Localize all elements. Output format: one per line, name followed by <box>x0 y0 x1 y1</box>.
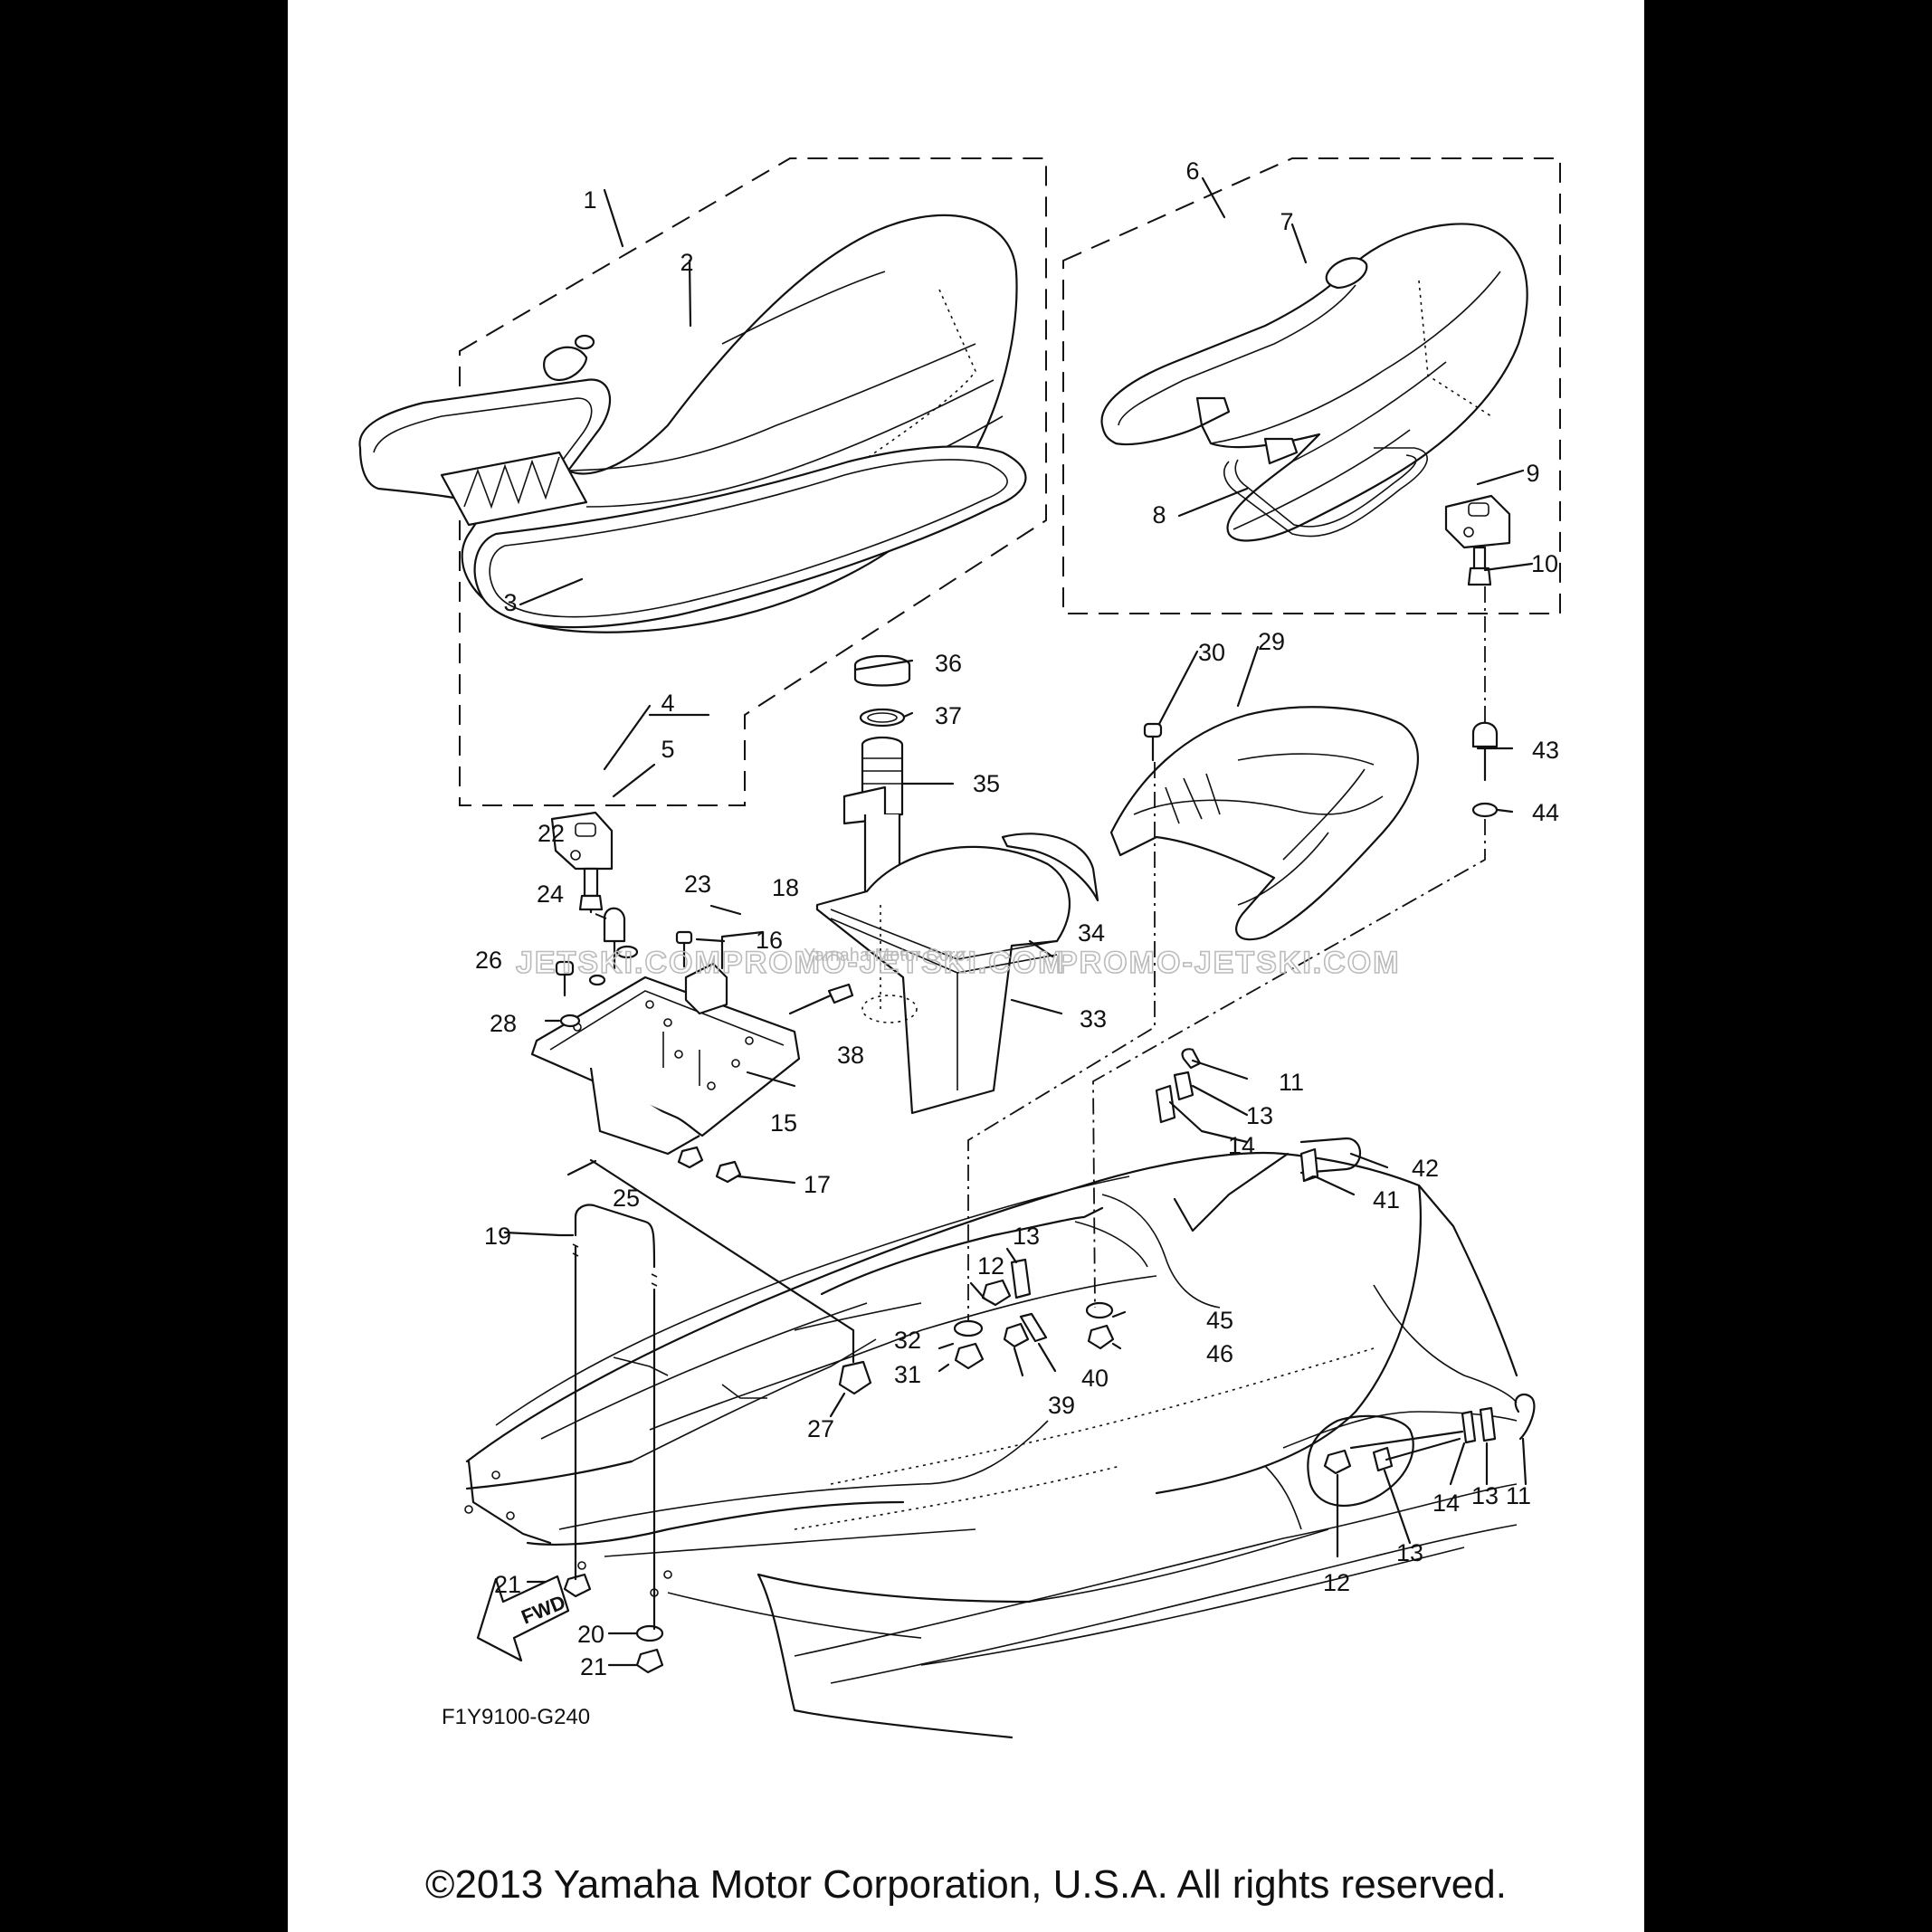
callout-6: 6 <box>1185 157 1199 185</box>
callout-4: 4 <box>661 690 674 717</box>
callout-34: 34 <box>1078 919 1105 947</box>
hull-hardware <box>563 1048 1536 1674</box>
callout-2: 2 <box>680 249 693 276</box>
callout-42: 42 <box>1412 1155 1439 1182</box>
forward-direction-arrow: FWD <box>476 1575 570 1662</box>
callout-36: 36 <box>935 650 962 677</box>
figure-code: F1Y9100-G240 <box>442 1705 590 1729</box>
callout-33: 33 <box>1080 1005 1107 1033</box>
callout-25: 25 <box>613 1185 640 1212</box>
callout-28: 28 <box>490 1010 517 1037</box>
callout-44: 44 <box>1532 799 1559 826</box>
callout-1: 1 <box>583 186 596 214</box>
callout-12b: 12 <box>1323 1569 1350 1596</box>
watermark: JETSKI.COM PROMO-JETSKI.COM Yamaha Motor… <box>515 945 1401 981</box>
callout-19: 19 <box>484 1223 511 1250</box>
watermark-1: JETSKI.COM <box>516 946 722 980</box>
stopper-group <box>1471 721 1499 818</box>
callout-labels: 1 2 3 4 5 6 7 8 9 10 11 13 14 15 16 17 1… <box>475 157 1559 1680</box>
copyright-notice: ©2013 Yamaha Motor Corporation, U.S.A. A… <box>425 1862 1507 1907</box>
callout-11: 11 <box>1279 1069 1304 1096</box>
hull <box>464 1151 1518 1739</box>
callout-12a: 12 <box>977 1252 1004 1280</box>
rear-cowling <box>1109 706 1419 941</box>
callout-24: 24 <box>537 880 564 908</box>
storage-tank-group <box>788 654 1099 1115</box>
callout-37: 37 <box>935 702 962 729</box>
callout-9: 9 <box>1526 460 1539 487</box>
callout-13b: 13 <box>1013 1223 1040 1250</box>
watermark-4: PROMO-JETSKI.COM <box>1057 946 1401 980</box>
rear-seat-group <box>1062 157 1561 614</box>
callout-30: 30 <box>1198 639 1225 666</box>
callout-17: 17 <box>804 1171 831 1198</box>
callout-45: 45 <box>1206 1307 1233 1334</box>
callout-21a: 21 <box>494 1571 521 1598</box>
callout-26: 26 <box>475 947 502 974</box>
callout-35: 35 <box>973 770 1000 797</box>
callout-29: 29 <box>1258 628 1285 655</box>
callout-13d: 13 <box>1471 1482 1499 1509</box>
callout-13a: 13 <box>1246 1102 1273 1129</box>
callout-21b: 21 <box>580 1653 607 1680</box>
callout-31: 31 <box>894 1361 921 1388</box>
callout-13c: 13 <box>1396 1539 1423 1566</box>
callout-27: 27 <box>807 1415 834 1442</box>
callout-10: 10 <box>1531 550 1558 577</box>
callout-14a: 14 <box>1228 1132 1255 1159</box>
callout-38: 38 <box>837 1042 864 1069</box>
callout-39: 39 <box>1048 1392 1075 1419</box>
callout-11b: 11 <box>1506 1482 1531 1509</box>
parts-diagram-sheet: FWD JETSKI.COM PROMO-JETSKI.COM Yamaha M… <box>288 0 1644 1932</box>
callout-22: 22 <box>538 820 565 847</box>
callout-5: 5 <box>661 736 674 763</box>
callout-23: 23 <box>684 871 711 898</box>
exploded-parts-diagram: FWD JETSKI.COM PROMO-JETSKI.COM Yamaha M… <box>358 157 1561 1739</box>
callout-46: 46 <box>1206 1340 1233 1367</box>
callout-43: 43 <box>1532 737 1559 764</box>
callout-3: 3 <box>503 589 517 616</box>
callout-32: 32 <box>894 1327 921 1354</box>
callout-7: 7 <box>1280 208 1293 235</box>
callout-18: 18 <box>772 874 799 901</box>
callout-40: 40 <box>1081 1365 1109 1392</box>
tray-group <box>530 907 801 1287</box>
callout-14b: 14 <box>1432 1489 1460 1517</box>
watermark-2: PROMO-JETSKI.COM <box>722 946 1066 980</box>
watermark-3: Yamaha Motor Corp. <box>804 946 970 966</box>
leader-lines <box>503 176 1534 1667</box>
callout-20: 20 <box>577 1621 604 1648</box>
callout-16: 16 <box>756 927 783 954</box>
callout-8: 8 <box>1152 501 1166 528</box>
callout-41: 41 <box>1373 1186 1400 1213</box>
callout-15: 15 <box>770 1109 797 1137</box>
front-seat-group <box>358 157 1047 914</box>
